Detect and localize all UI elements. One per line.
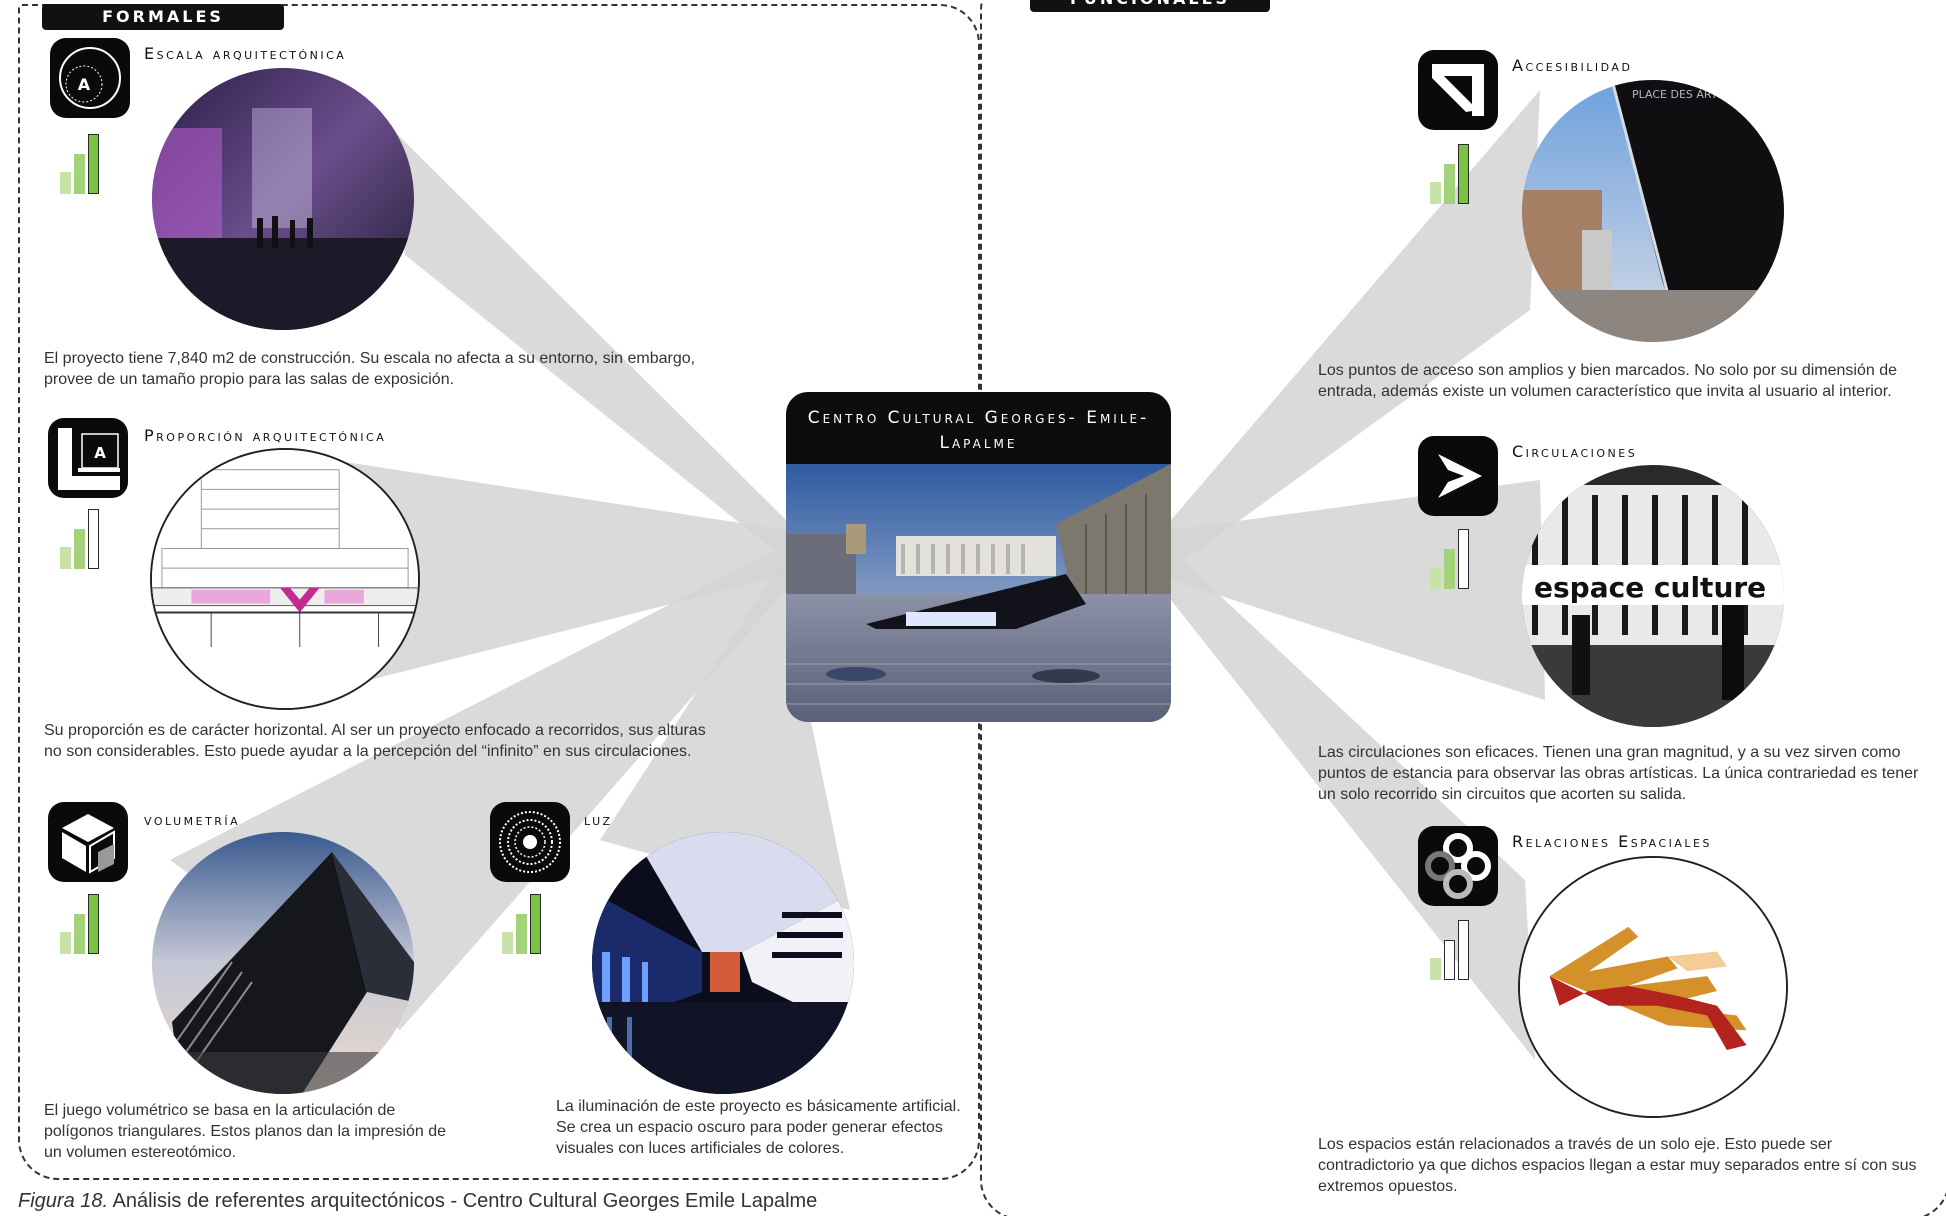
rating-bars-proporcion — [60, 505, 120, 569]
circulation-arrow-icon — [1418, 436, 1498, 516]
circulaciones-photo: espace culture — [1522, 465, 1784, 727]
circulaciones-title: Circulaciones — [1512, 442, 1638, 461]
rating-bar — [1444, 940, 1455, 980]
rating-bars-accesibilidad — [1430, 140, 1490, 204]
volumetria-description: El juego volumétrico se basa en la artic… — [44, 1102, 447, 1161]
rating-bar — [60, 172, 71, 194]
rating-bar — [1444, 549, 1455, 589]
escala-title: Escala arquitectónica — [144, 44, 347, 63]
rating-bars-relaciones — [1430, 916, 1490, 980]
center-project-card: Centro Cultural Georges- Emile- Lapalme — [786, 392, 1171, 722]
cube-icon — [48, 802, 128, 882]
figure-label: Figura 18. — [18, 1190, 109, 1212]
rating-bars-escala — [60, 130, 120, 194]
access-arrow-icon — [1418, 50, 1498, 130]
luz-photo — [592, 832, 854, 1094]
rating-bar — [516, 914, 527, 954]
light-rings-icon — [490, 802, 570, 882]
relaciones-title: Relaciones Espaciales — [1512, 832, 1712, 851]
rating-bar — [74, 529, 85, 569]
place-des-arts-text: PLACE DES ARTS — [1632, 88, 1724, 101]
rating-bars-volumetria — [60, 890, 120, 954]
rating-bars-luz — [502, 890, 562, 954]
rating-bar — [60, 932, 71, 954]
accesibilidad-description: Los puntos de acceso son amplios y bien … — [1318, 362, 1897, 400]
rating-bar — [74, 154, 85, 194]
center-photo — [786, 464, 1171, 722]
espace-culture-text: espace culture — [1534, 571, 1766, 604]
rating-bar — [74, 914, 85, 954]
proporcion-title: Proporción arquitectónica — [144, 426, 387, 445]
proporcion-description: Su proporción es de carácter horizontal.… — [44, 722, 706, 760]
rating-bar — [88, 509, 99, 569]
escala-description: El proyecto tiene 7,840 m2 de construcci… — [44, 350, 696, 388]
rating-bar — [502, 932, 513, 954]
rating-bar — [1458, 144, 1469, 204]
rating-bar — [1430, 567, 1441, 589]
accesibilidad-title: Accesibilidad — [1512, 56, 1633, 75]
formales-tab: FORMALES — [42, 4, 284, 30]
rating-bar — [1444, 164, 1455, 204]
rating-bar — [1430, 182, 1441, 204]
spatial-rings-icon — [1418, 826, 1498, 906]
center-title: Centro Cultural Georges- Emile- Lapalme — [807, 408, 1150, 453]
rating-bar — [1458, 920, 1469, 980]
figure-caption: Figura 18. Análisis de referentes arquit… — [18, 1190, 817, 1213]
escala-photo — [152, 68, 414, 330]
rating-bar — [1458, 529, 1469, 589]
svg-text:A: A — [94, 444, 106, 462]
funcionales-tab: FUNCIONALES — [1030, 0, 1270, 12]
svg-text:A: A — [78, 75, 91, 94]
rating-bar — [60, 547, 71, 569]
proportion-icon: A — [48, 418, 128, 498]
scale-circle-icon: A — [50, 38, 130, 118]
figure-text: Análisis de referentes arquitectónicos -… — [108, 1190, 818, 1212]
proporcion-drawing — [150, 448, 420, 710]
relaciones-model — [1518, 856, 1788, 1118]
rating-bar — [88, 134, 99, 194]
relaciones-description: Los espacios están relacionados a través… — [1318, 1136, 1917, 1195]
rating-bar — [88, 894, 99, 954]
accesibilidad-photo: PLACE DES ARTS — [1522, 80, 1784, 342]
volumetria-title: volumetría — [144, 810, 241, 829]
luz-title: luz — [584, 810, 613, 829]
circulaciones-description: Las circulaciones son eficaces. Tienen u… — [1318, 744, 1919, 803]
luz-description: La iluminación de este proyecto es básic… — [556, 1098, 961, 1157]
rating-bar — [1430, 958, 1441, 980]
rating-bars-circulaciones — [1430, 525, 1490, 589]
volumetria-photo — [152, 832, 414, 1094]
rating-bar — [530, 894, 541, 954]
